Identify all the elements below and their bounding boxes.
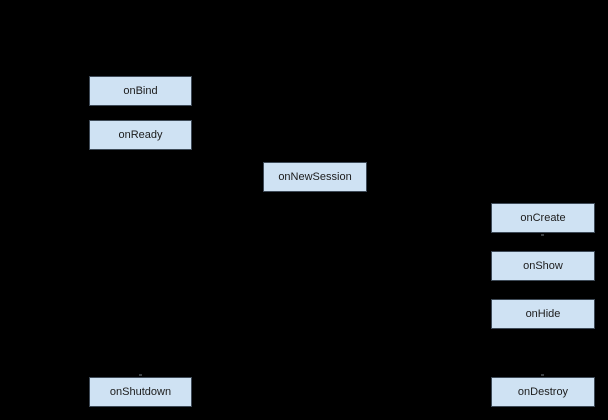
- node-oncreate: onCreate: [491, 203, 595, 233]
- node-onhide: onHide: [491, 299, 595, 329]
- arrowhead-remnant-icon: [541, 234, 544, 236]
- arrowhead-remnant-icon: [139, 374, 142, 376]
- node-onbind: onBind: [89, 76, 192, 106]
- node-onnewsession: onNewSession: [263, 162, 367, 192]
- node-onshutdown: onShutdown: [89, 377, 192, 407]
- node-ondestroy: onDestroy: [491, 377, 595, 407]
- node-onshow: onShow: [491, 251, 595, 281]
- arrowhead-remnant-icon: [541, 374, 544, 376]
- node-onready: onReady: [89, 120, 192, 150]
